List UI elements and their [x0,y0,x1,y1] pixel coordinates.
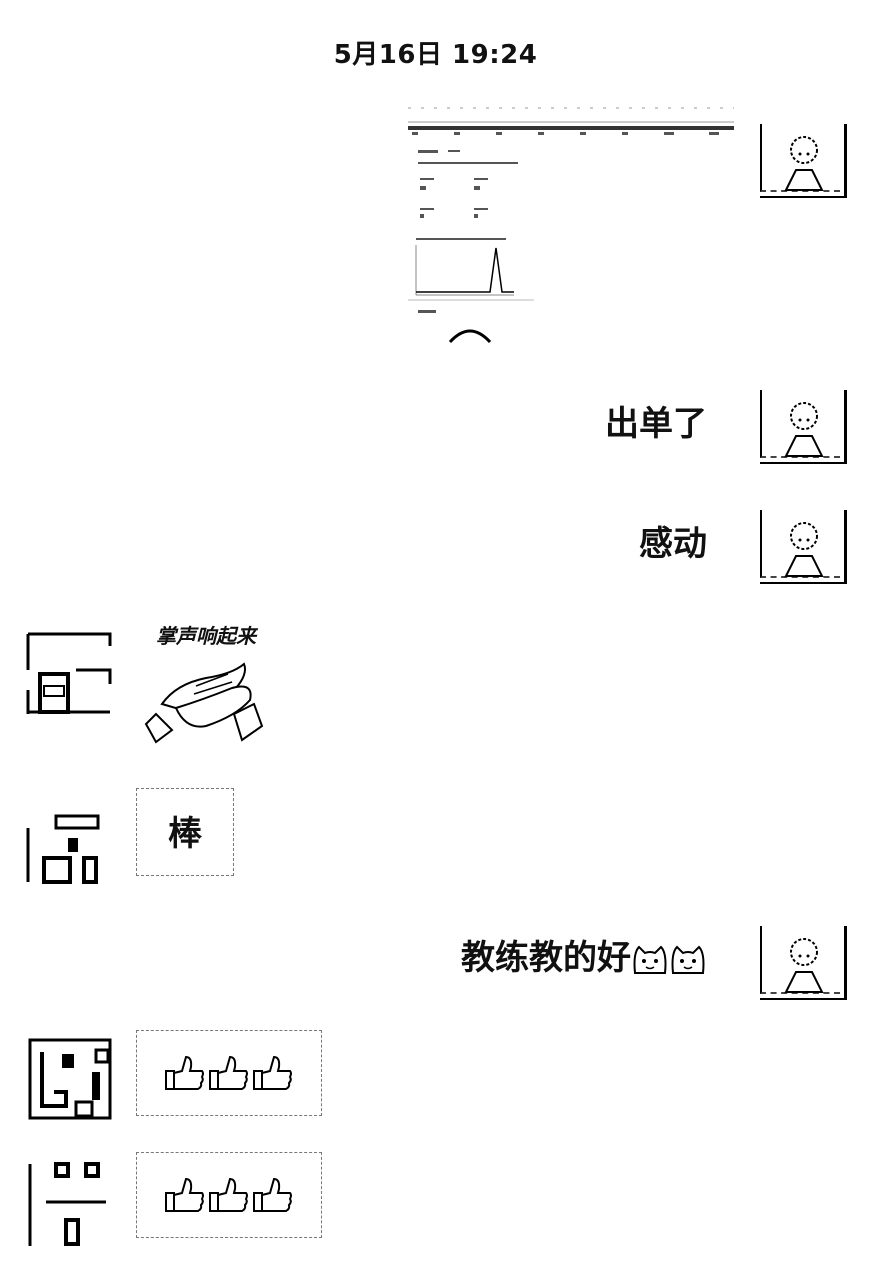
avatar[interactable] [760,124,847,198]
chat-timestamp: 5月16日 19:24 [333,40,538,70]
clapping-hands-icon [144,662,264,744]
emoji-message[interactable] [136,1152,322,1238]
text-message[interactable]: 感动 [639,524,707,564]
sticker-caption: 掌声响起来 [156,624,256,648]
thumbs-up-icon [209,1177,248,1212]
grid-pattern-avatar-icon [28,1162,106,1246]
block-pattern-avatar-icon [26,814,100,884]
text-message[interactable]: 棒 [136,788,234,876]
message-text: 教练教的好 [461,938,631,978]
emoji-message[interactable] [136,1030,322,1116]
avatar[interactable] [26,1036,114,1122]
maze-pattern-avatar-icon [28,1038,112,1120]
avatar[interactable] [760,926,847,1000]
avatar[interactable] [760,510,847,584]
avatar[interactable] [26,1158,114,1248]
text-message[interactable]: 教练教的好 [461,930,707,979]
avatar[interactable] [26,808,102,884]
thumbs-up-icon [165,1177,204,1212]
message-text: 棒 [168,813,202,854]
thumbs-up-icon [253,1177,292,1212]
qr-pattern-avatar-icon [26,632,112,714]
girl-avatar-icon [784,402,824,457]
thumbs-up-icon [209,1055,248,1090]
avatar[interactable] [760,390,847,464]
cat-face-icon [671,945,705,974]
girl-avatar-icon [784,938,824,993]
image-message[interactable] [404,100,740,346]
screenshot-thumbnail [404,100,740,346]
girl-avatar-icon [784,136,824,191]
girl-avatar-icon [784,522,824,577]
cat-face-icon [633,945,667,974]
thumbs-up-icon [253,1055,292,1090]
avatar[interactable] [26,630,112,716]
thumbs-up-icon [165,1055,204,1090]
text-message[interactable]: 出单了 [605,404,707,444]
applause-sticker[interactable]: 掌声响起来 [136,618,276,748]
